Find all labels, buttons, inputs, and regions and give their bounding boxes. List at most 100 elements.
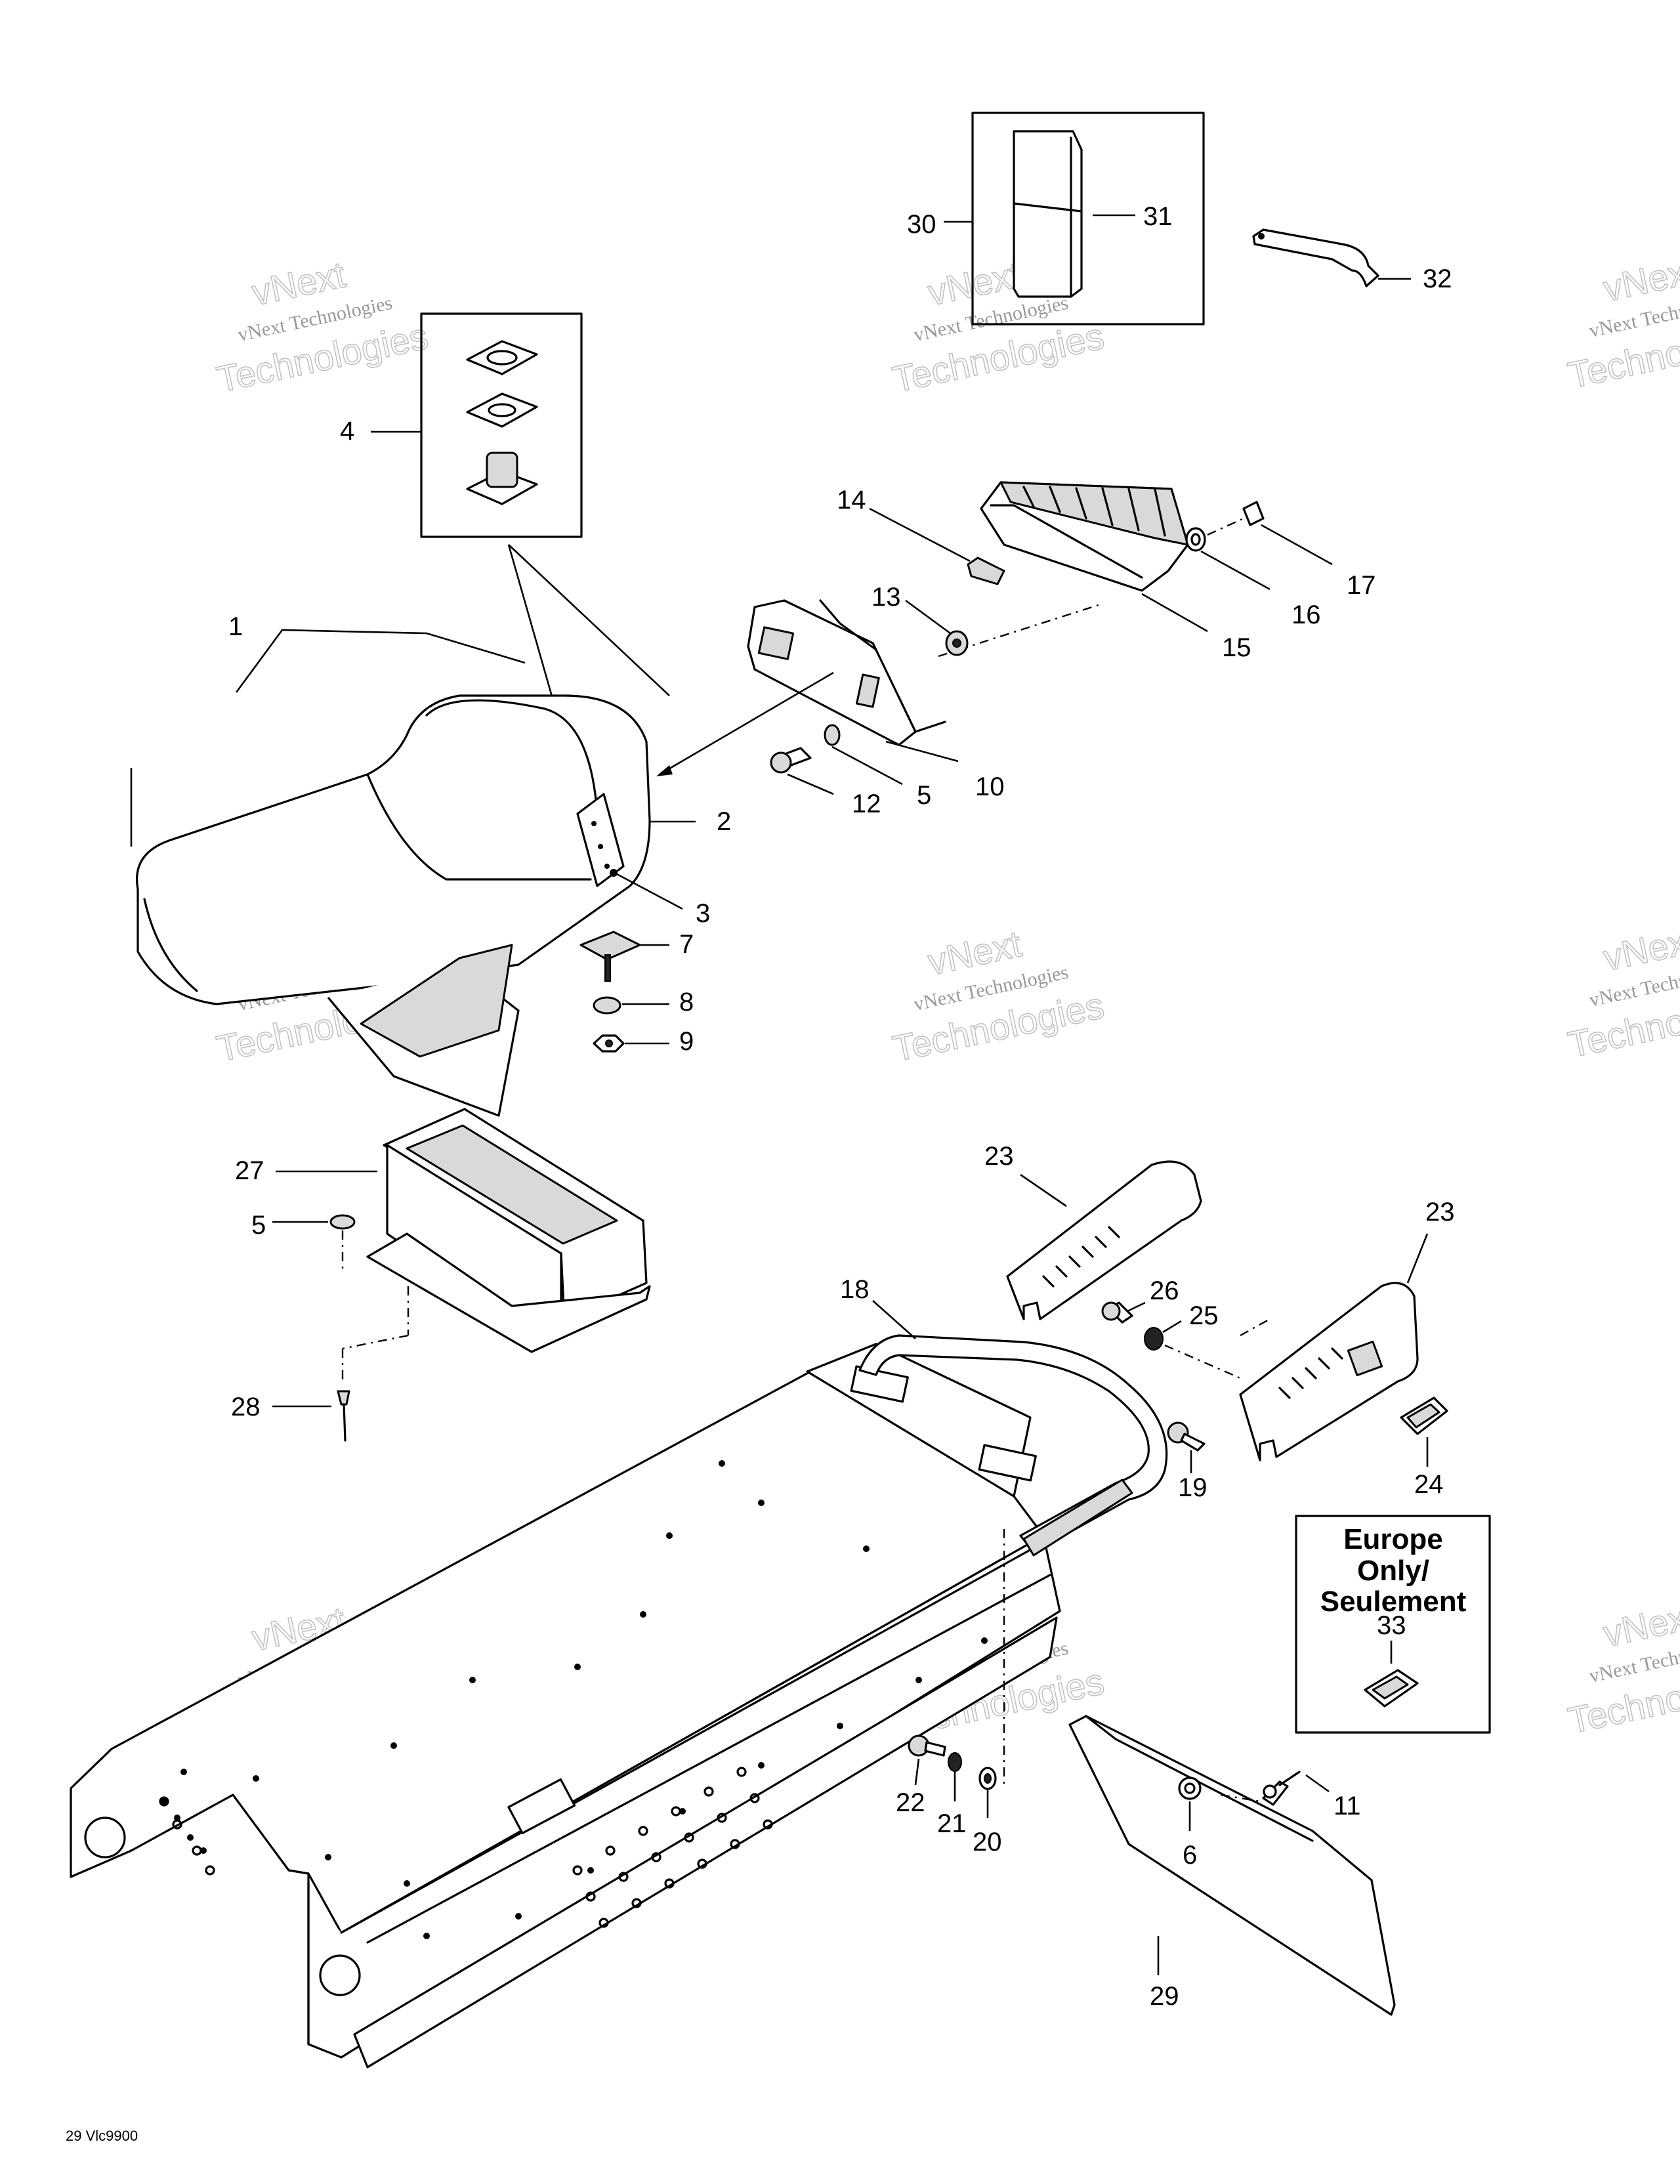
leader-3 (616, 873, 683, 910)
europe-line1: Europe (1343, 1523, 1443, 1555)
hardware-7-8-9 (579, 931, 669, 1053)
axis-26 (1240, 1318, 1270, 1337)
deck-slot-b (978, 1444, 1037, 1482)
flap-top-fold (1085, 1715, 1314, 1842)
europe-only-box: Europe Only/ Seulement (1295, 1515, 1491, 1734)
watermark-3: vNext vNext Technologies Technologies (1564, 249, 1680, 396)
leader-11 (1305, 1774, 1330, 1793)
parts-16-17 (1185, 501, 1333, 591)
callout-19: 19 (1178, 1473, 1208, 1502)
hardware-19-24-25-26 (1101, 1301, 1448, 1473)
lens-ribs (1022, 486, 1166, 537)
rivet-axis-b (342, 1334, 409, 1350)
callout-25: 25 (1189, 1301, 1219, 1330)
seat-storage-opening (360, 944, 513, 1058)
reflector-mount (1347, 1340, 1383, 1377)
spanner-body (1252, 228, 1379, 287)
leader-22 (914, 1758, 920, 1786)
europe-line3: Seulement (1320, 1586, 1467, 1618)
callout-13: 13 (872, 583, 901, 612)
leader-25 (1162, 1320, 1182, 1334)
handle-tube (858, 1334, 1168, 1553)
deck-slot-a (850, 1365, 909, 1403)
part-32-spanner (1252, 228, 1411, 287)
leader-5-top (831, 746, 903, 786)
leader-12 (787, 773, 834, 795)
callout-1: 1 (228, 612, 243, 641)
callout-11: 11 (1334, 1792, 1361, 1820)
watermark-1: vNext vNext Technologies Technologies (213, 253, 432, 400)
tunnel-fold (340, 1538, 1051, 1934)
callout-3: 3 (696, 899, 710, 928)
handle-bracket (1022, 1479, 1133, 1557)
seat-body (136, 694, 651, 1005)
part-29-snowflap (1068, 1715, 1396, 2016)
reflector-24-lens (1406, 1403, 1440, 1429)
callout-4: 4 (340, 417, 354, 446)
tunnel-cooling-holes (572, 1767, 773, 1928)
arrowhead (656, 765, 673, 776)
callout-31: 31 (1143, 202, 1173, 231)
watermark-5: vNext vNext Technologies Technologies (889, 922, 1108, 1070)
washer-16-hole (1190, 533, 1201, 546)
callout-29: 29 (1150, 1982, 1179, 2011)
europe-line2: Only/ (1357, 1555, 1429, 1587)
reflector-33-lens (1372, 1675, 1409, 1700)
plate-hole (610, 869, 618, 877)
cap-23-left-vents (1042, 1226, 1120, 1288)
kit4-frame (420, 312, 583, 538)
tunnel-rivets (161, 1460, 988, 1939)
callout-10: 10 (975, 772, 1005, 801)
cap-23-right-vents (1278, 1347, 1343, 1399)
rivet-11-shank (1278, 1771, 1301, 1786)
callout-16: 16 (1292, 600, 1321, 629)
callout-18: 18 (840, 1275, 870, 1304)
tunnel-fold-2 (366, 1574, 1051, 1944)
part-10-housing (656, 599, 1103, 776)
leader-14 (869, 507, 971, 562)
rivet-28-head (337, 1390, 350, 1406)
washer-20-hole (984, 1773, 992, 1784)
cap-23-right (1239, 1282, 1419, 1461)
callout-22: 22 (896, 1788, 925, 1817)
callout-8: 8 (679, 988, 694, 1017)
hardware-20-21-22 (908, 1529, 1005, 1818)
seat-backrest (425, 699, 598, 815)
watermark-line1: vNext (1600, 919, 1680, 978)
callout-24: 24 (1414, 1470, 1444, 1499)
callout-numbers: 1 2 3 4 5 5 6 7 8 9 10 11 12 13 14 15 16… (228, 202, 1455, 2011)
plate-hole (598, 844, 603, 849)
screw-17-axis (1207, 517, 1244, 536)
leader-13 (905, 599, 951, 635)
callout-5: 5 (917, 781, 931, 810)
grommet-13-hole (952, 639, 961, 648)
figure-code: 29 Vlc9900 (66, 2128, 138, 2144)
axis-25 (1164, 1344, 1241, 1379)
leader-1 (235, 629, 526, 693)
callout-7: 7 (679, 930, 694, 959)
leader-16 (1200, 550, 1270, 591)
tunnel-rail (353, 1616, 1058, 2068)
hinge-plate-3 (576, 793, 625, 887)
housing-flange (819, 599, 877, 651)
callout-23: 23 (984, 1142, 1014, 1171)
callout-27: 27 (235, 1156, 264, 1185)
europe-frame (1295, 1515, 1491, 1734)
cover-part-31 (1013, 130, 1083, 298)
part-27-storage-box (272, 1108, 651, 1442)
screw-26-head (1101, 1301, 1121, 1321)
part-4-kit (371, 312, 670, 729)
tunnel-frame (70, 1343, 1061, 2068)
flap-body (1068, 1715, 1396, 2016)
leader-18 (872, 1300, 916, 1339)
spanner-hole (1258, 233, 1265, 240)
axle-hole-front (84, 1816, 126, 1858)
nut-25 (1144, 1327, 1164, 1351)
part-18-grab-handle (858, 1300, 1168, 1557)
callout-26: 26 (1150, 1276, 1179, 1305)
seat-front-fold (143, 898, 198, 992)
housing-window-right (855, 673, 880, 708)
watermark-line1: vNext (1600, 249, 1680, 309)
